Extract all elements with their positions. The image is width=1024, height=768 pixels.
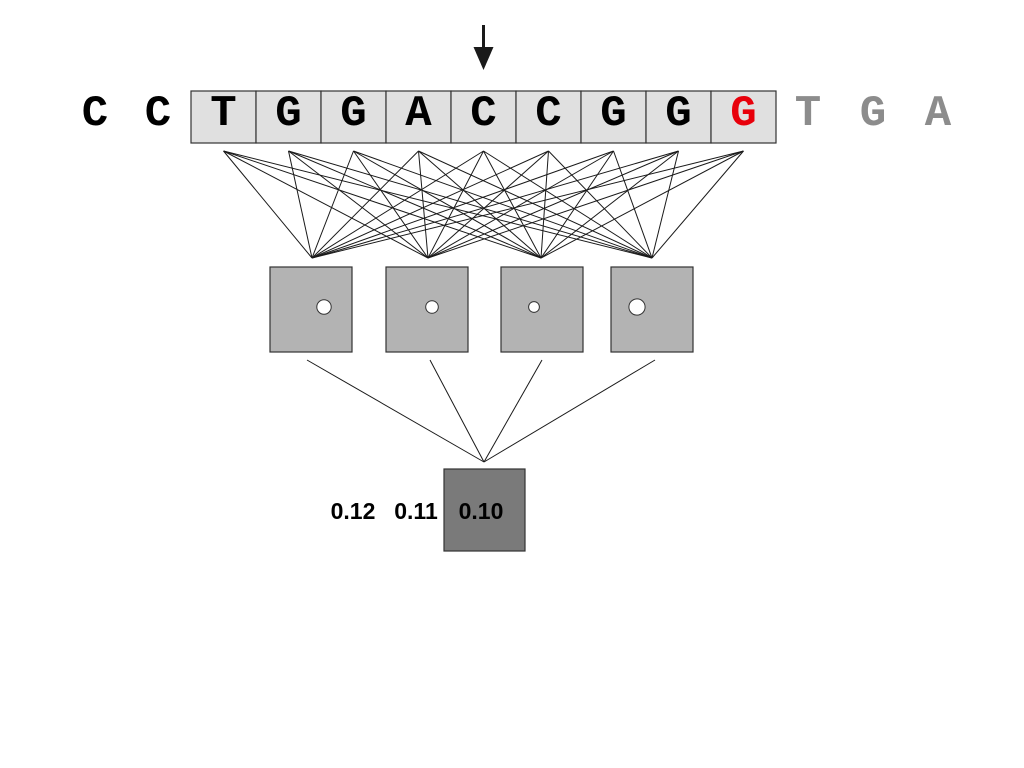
input-hidden-edge [311, 150, 354, 259]
input-hidden-edge [483, 150, 653, 259]
input-hidden-edge [540, 150, 744, 259]
window-cell [320, 90, 387, 144]
input-hidden-edge [311, 150, 419, 259]
flank-right-base: T [795, 89, 821, 139]
input-hidden-edge [311, 150, 614, 259]
previous-output-value: 0.11 [394, 498, 438, 524]
hidden-activation-dot [425, 300, 439, 314]
input-hidden-edge [223, 150, 313, 259]
hidden-output-edge [483, 359, 543, 463]
flank-left-base: C [145, 89, 171, 139]
window-cell [515, 90, 582, 144]
output-value: 0.10 [459, 498, 504, 524]
hidden-output-connections [306, 359, 656, 463]
input-hidden-edge [651, 150, 679, 259]
input-hidden-edge [353, 150, 653, 259]
output-layer: 0.10 0.12 0.11 [331, 468, 526, 552]
window-base: G [665, 89, 691, 139]
window-base: G [600, 89, 626, 139]
flank-right-base: A [925, 89, 952, 139]
input-hidden-edge [311, 150, 484, 259]
input-hidden-edge [427, 150, 484, 259]
input-hidden-edge [427, 150, 549, 259]
window-cell [255, 90, 322, 144]
hidden-unit [269, 266, 353, 353]
input-hidden-edge [418, 150, 653, 259]
hidden-output-edge [429, 359, 485, 463]
flank-left-base: C [82, 89, 108, 139]
input-hidden-edge [288, 150, 542, 259]
position-arrow [473, 25, 494, 70]
input-hidden-edge [427, 150, 614, 259]
hidden-output-edge [306, 359, 485, 463]
input-hidden-edge [353, 150, 542, 259]
input-hidden-edge [427, 150, 679, 259]
input-hidden-edge [223, 150, 542, 259]
input-hidden-edge [288, 150, 429, 259]
window-base: G [730, 89, 756, 139]
window-base: C [470, 89, 496, 139]
input-hidden-edge [483, 150, 542, 259]
hidden-unit [500, 266, 584, 353]
input-hidden-edge [540, 150, 549, 259]
input-hidden-edge [288, 150, 653, 259]
input-hidden-edge [418, 150, 542, 259]
window-base: C [535, 89, 561, 139]
hidden-unit [610, 266, 694, 353]
input-hidden-connections [223, 150, 744, 259]
previous-output-value: 0.12 [331, 498, 376, 524]
input-hidden-edge [540, 150, 679, 259]
hidden-activation-dot [628, 298, 646, 316]
arrow-head [473, 47, 494, 70]
hidden-layer [269, 266, 694, 353]
window-base: T [210, 89, 236, 139]
input-hidden-edge [288, 150, 313, 259]
input-hidden-edge [548, 150, 653, 259]
input-hidden-edge [223, 150, 653, 259]
window-base: G [275, 89, 301, 139]
window-base: A [405, 89, 432, 139]
input-hidden-edge [651, 150, 744, 259]
input-hidden-edge [311, 150, 744, 259]
hidden-output-edge [483, 359, 656, 463]
input-hidden-edge [427, 150, 744, 259]
hidden-activation-dot [316, 299, 332, 315]
flank-right-base: G [860, 89, 886, 139]
input-hidden-edge [540, 150, 614, 259]
input-hidden-edge [311, 150, 549, 259]
input-hidden-edge [223, 150, 429, 259]
window-base: G [340, 89, 366, 139]
output-unit [443, 468, 526, 552]
input-hidden-edge [613, 150, 653, 259]
hidden-activation-dot [528, 301, 540, 313]
input-hidden-edge [418, 150, 429, 259]
window-cell [710, 90, 777, 144]
input-hidden-edge [311, 150, 679, 259]
input-hidden-edge [353, 150, 429, 259]
